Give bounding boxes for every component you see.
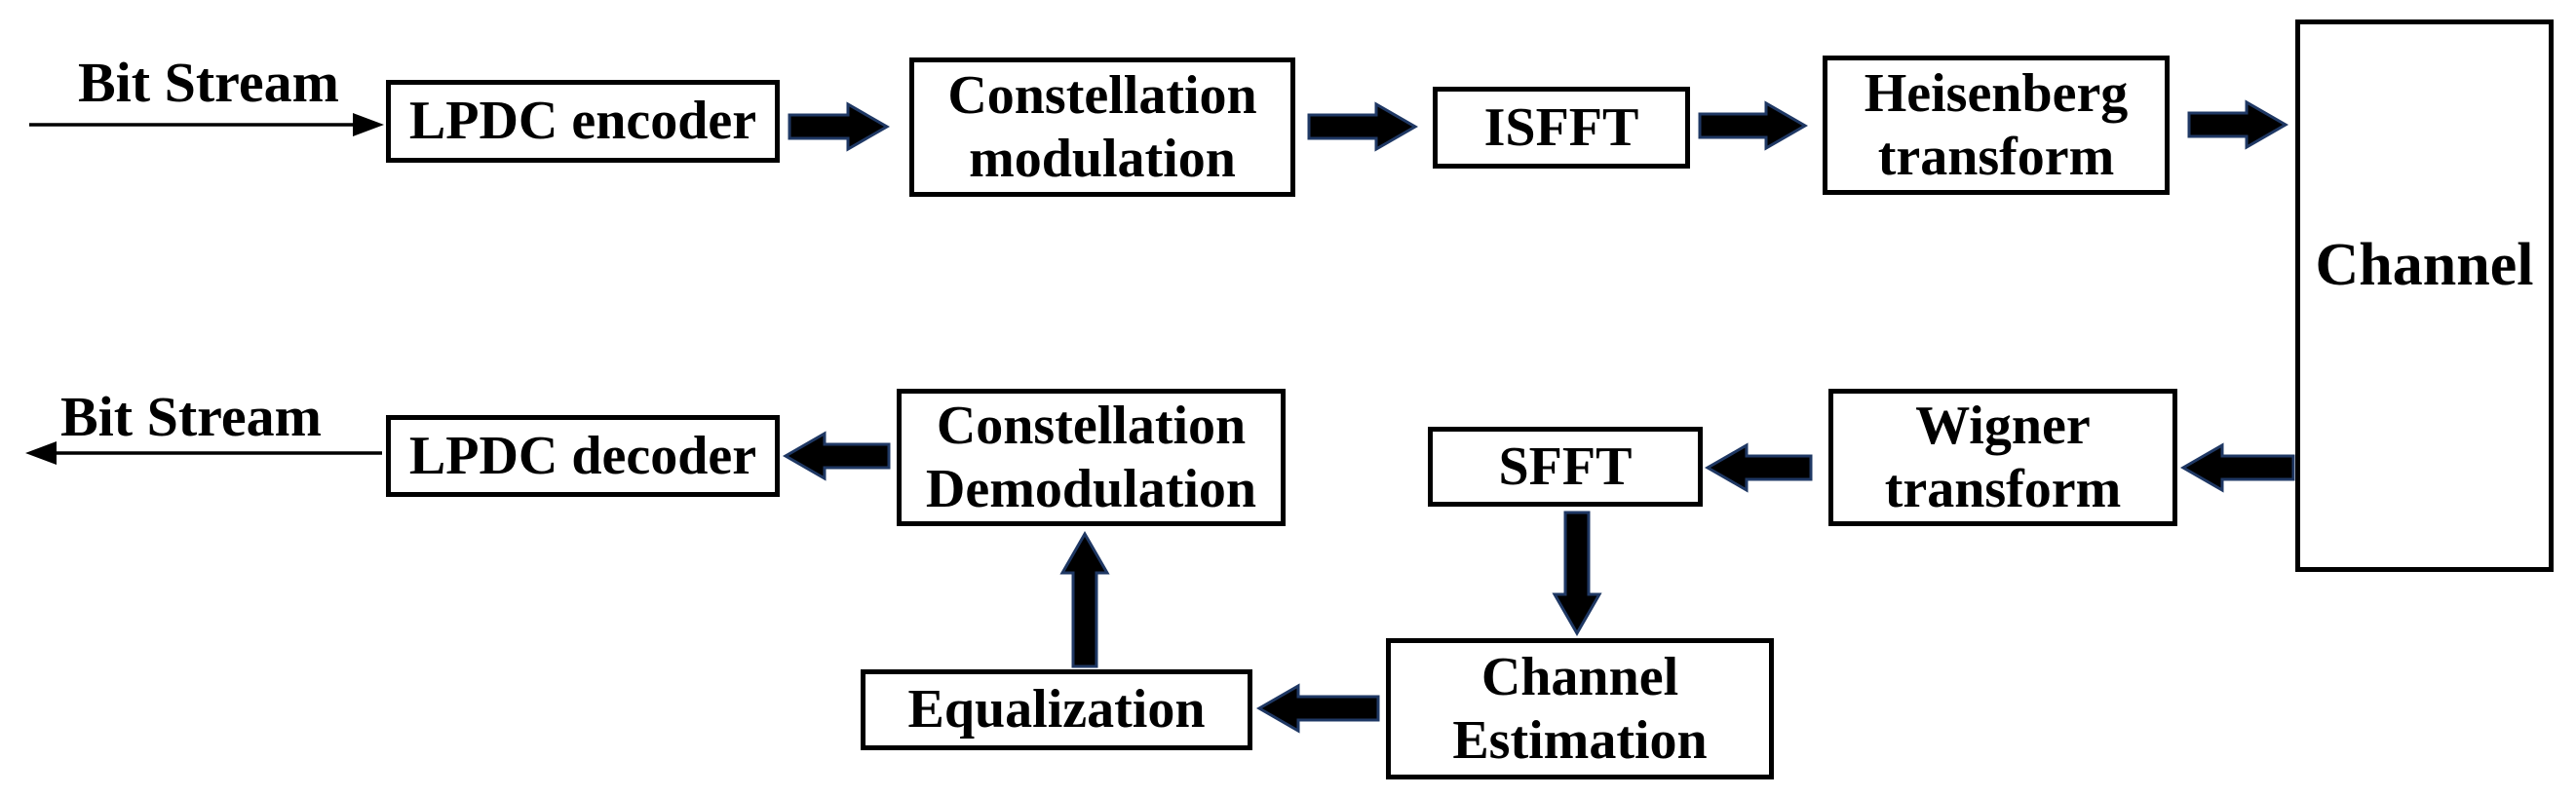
node-lpdc-decoder: LPDC decoder	[386, 415, 780, 497]
arrow-isfft-to-heisenberg	[1698, 100, 1809, 151]
arrow-wigner-to-sfft	[1704, 442, 1813, 493]
arrow-bitstream-to-lpdc-encoder	[29, 113, 384, 136]
node-constellation-demodulation: Constellation Demodulation	[897, 389, 1286, 526]
node-isfft: ISFFT	[1433, 87, 1690, 169]
bit-stream-input-label: Bit Stream	[78, 51, 339, 114]
arrow-channel-estimation-to-equalization	[1255, 683, 1380, 734]
node-channel: Channel	[2295, 19, 2554, 572]
node-equalization: Equalization	[861, 669, 1252, 750]
arrow-modulation-to-isfft	[1307, 101, 1419, 152]
bit-stream-output-label: Bit Stream	[60, 385, 322, 448]
node-channel-estimation: Channel Estimation	[1386, 638, 1774, 779]
arrow-encoder-to-modulation	[788, 101, 891, 152]
arrow-heisenberg-to-channel	[2187, 99, 2289, 150]
arrow-equalization-to-demodulation	[1059, 530, 1110, 668]
arrow-demodulation-to-decoder	[782, 431, 891, 481]
arrow-channel-to-wigner	[2179, 442, 2295, 493]
node-lpdc-encoder: LPDC encoder	[386, 80, 780, 163]
arrow-sfft-to-channel-estimation	[1552, 511, 1602, 637]
node-heisenberg-transform: Heisenberg transform	[1823, 56, 2170, 195]
node-wigner-transform: Wigner transform	[1828, 389, 2177, 526]
node-constellation-modulation: Constellation modulation	[909, 57, 1295, 197]
node-sfft: SFFT	[1428, 427, 1703, 507]
